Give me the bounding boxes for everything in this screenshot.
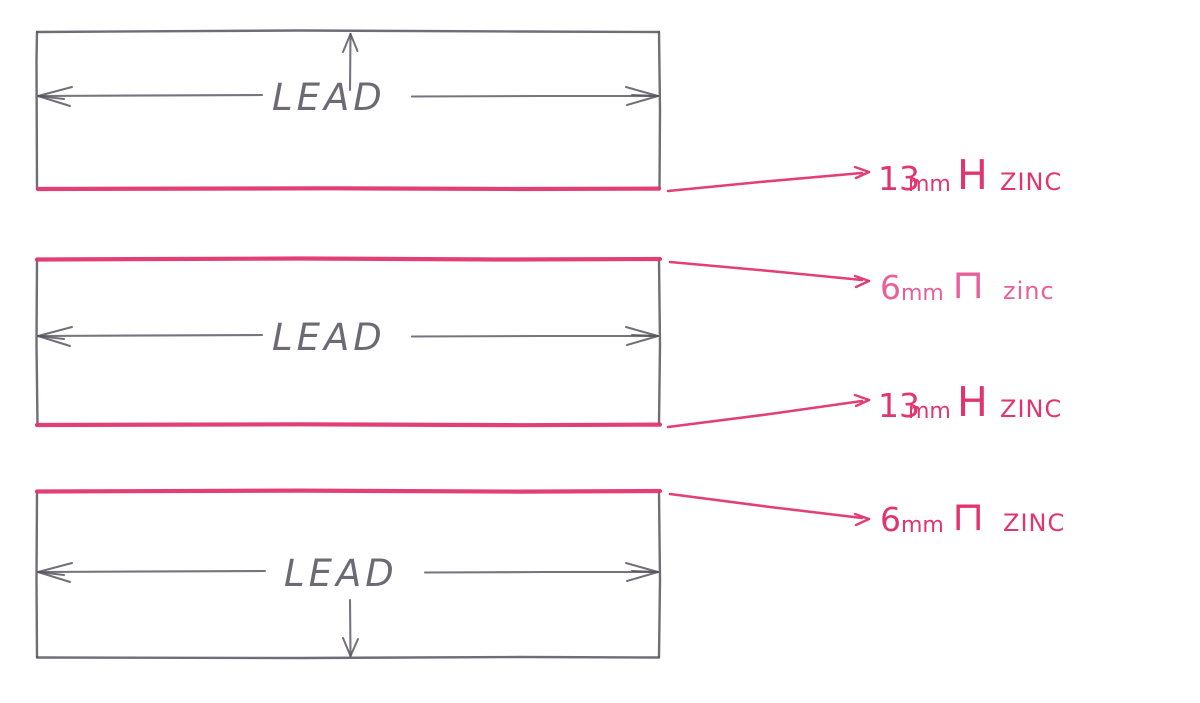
panel-1-outline: [35, 29, 662, 191]
panel-1-leader-line: [666, 165, 871, 193]
panel-2-outline: [35, 258, 662, 426]
annotation-4-unit: mm: [901, 513, 944, 538]
panel-1-thickness-arrow-up: [342, 32, 359, 92]
panel-3-width-arrow-right: [423, 562, 659, 582]
panel-2-zinc-edge-bottom: [34, 422, 663, 428]
annotation-1: 13 mm H ZINC: [878, 151, 1062, 199]
panel-3-zinc-edge-top: [34, 488, 663, 494]
panel-3-thickness-arrow-down: [342, 598, 359, 658]
panel-2-group: LEAD: [34, 256, 871, 429]
panel-2-leader-line-top: [668, 260, 871, 289]
panel-1-width-arrow-right: [410, 86, 659, 106]
panel-2-leader-line-bottom: [666, 393, 871, 429]
annotation-2: 6 mm ⊓ zinc: [880, 260, 1055, 308]
annotation-2-unit: mm: [901, 281, 944, 306]
panel-2-lead-label: LEAD: [272, 316, 386, 359]
annotation-1-number: 13: [878, 159, 920, 198]
panel-2-width-arrow-left: [37, 326, 264, 347]
annotation-2-profile-symbol: ⊓: [952, 260, 984, 308]
panel-3-group: LEAD: [34, 488, 871, 660]
panel-2-width-arrow-right: [410, 326, 659, 346]
annotation-1-profile-symbol: H: [957, 151, 988, 199]
panel-1-zinc-edge-bottom: [35, 186, 662, 192]
annotation-4-material: ZINC: [1003, 509, 1065, 537]
panel-1-lead-label: LEAD: [272, 76, 386, 119]
panel-3-leader-line: [668, 492, 871, 527]
panel-1-width-arrow-left: [37, 86, 264, 107]
annotation-2-number: 6: [880, 268, 901, 307]
annotation-3-unit: mm: [908, 399, 951, 424]
annotation-4-profile-symbol: ⊓: [952, 492, 984, 540]
panel-3-outline: [35, 490, 662, 660]
annotation-3-profile-symbol: H: [957, 378, 988, 426]
panel-3-lead-label: LEAD: [284, 552, 398, 595]
annotation-3-number: 13: [878, 386, 920, 425]
annotation-4: 6 mm ⊓ ZINC: [880, 492, 1065, 540]
annotation-4-number: 6: [880, 500, 901, 539]
panel-1-group: LEAD: [35, 29, 871, 193]
annotation-3: 13 mm H ZINC: [878, 378, 1062, 426]
annotation-2-material: zinc: [1003, 277, 1055, 305]
annotation-1-material: ZINC: [1000, 168, 1062, 196]
panel-2-zinc-edge-top: [34, 256, 663, 262]
panel-3-width-arrow-left: [37, 562, 267, 583]
annotation-1-unit: mm: [908, 172, 951, 197]
annotation-3-material: ZINC: [1000, 395, 1062, 423]
